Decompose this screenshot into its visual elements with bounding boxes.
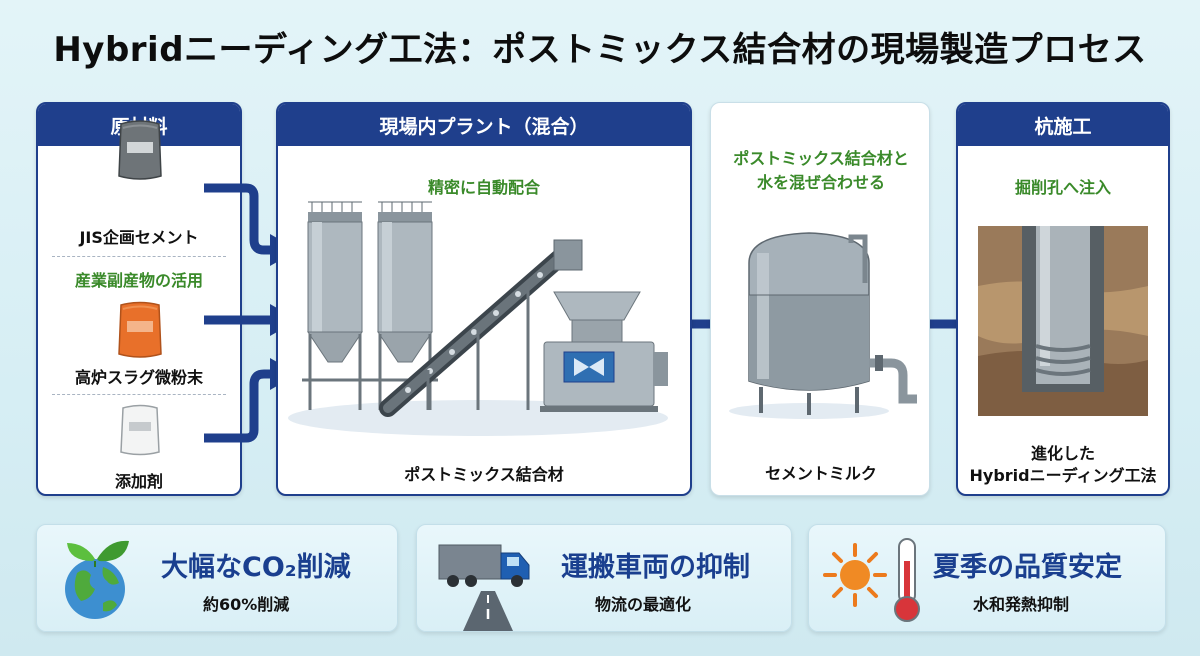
- benefit-sub-transport: 物流の最適化: [595, 595, 692, 614]
- benefit-card-co2: 大幅なCO₂削減 約60%削減: [36, 524, 398, 632]
- item-cement: JIS企画セメント: [79, 228, 199, 247]
- divider: [52, 394, 226, 395]
- slag-bag-icon: [118, 301, 162, 358]
- benefit-card-transport: 運搬車両の抑制 物流の最適化: [416, 524, 792, 632]
- pile-caption: 掘削孔へ注入: [1014, 178, 1111, 197]
- mixing-plant-illustration: [288, 201, 668, 436]
- benefit-title-summer: 夏季の品質安定: [933, 552, 1122, 583]
- byproduct-note: 産業副産物の活用: [74, 271, 203, 290]
- pile-borehole-illustration: [978, 226, 1148, 416]
- plant-product: ポストミックス結合材: [404, 465, 564, 484]
- benefit-sub-summer: 水和発熱抑制: [973, 595, 1070, 614]
- mixing-tank-illustration: [729, 232, 917, 419]
- mix-product: セメントミルク: [765, 464, 877, 483]
- benefit-card-summer: 夏季の品質安定 水和発熱抑制: [808, 524, 1166, 632]
- plant-panel: 現場内プラント（混合） 精密に自動配合: [276, 102, 692, 496]
- divider: [52, 256, 226, 257]
- cement-bag-icon: [118, 120, 162, 180]
- truck-road-icon: [438, 544, 530, 631]
- earth-leaf-icon: [65, 540, 129, 619]
- pile-header: 杭施工: [958, 104, 1168, 146]
- additive-bag-icon: [120, 404, 160, 456]
- benefit-title-transport: 運搬車両の抑制: [561, 552, 750, 583]
- mixing-panel: ポストミックス結合材と 水を混ぜ合わせる セメントミルク: [710, 102, 930, 496]
- mix-caption-1: ポストミックス結合材と: [733, 149, 909, 168]
- plant-header: 現場内プラント（混合）: [278, 104, 690, 146]
- benefit-title-co2: 大幅なCO₂削減: [161, 552, 351, 583]
- raw-materials-panel: 原材料 JIS企画セメント 産業副産物の活用 高炉スラグ微粉末 添加剤: [36, 102, 242, 496]
- pile-result-1: 進化した: [1030, 444, 1095, 463]
- plant-caption: 精密に自動配合: [427, 178, 540, 197]
- pile-result-2: Hybridニーディング工法: [969, 466, 1157, 485]
- mix-caption-2: 水を混ぜ合わせる: [756, 173, 885, 192]
- benefit-sub-co2: 約60%削減: [203, 595, 290, 614]
- pile-panel: 杭施工 掘削孔へ注入 進化した Hybridニーディング工法: [956, 102, 1170, 496]
- item-additive: 添加剤: [114, 472, 163, 491]
- sun-thermometer-icon: [823, 538, 920, 622]
- item-slag: 高炉スラグ微粉末: [74, 368, 203, 387]
- page-title: Hybridニーディング工法：ポストミックス結合材の現場製造プロセス: [53, 30, 1147, 70]
